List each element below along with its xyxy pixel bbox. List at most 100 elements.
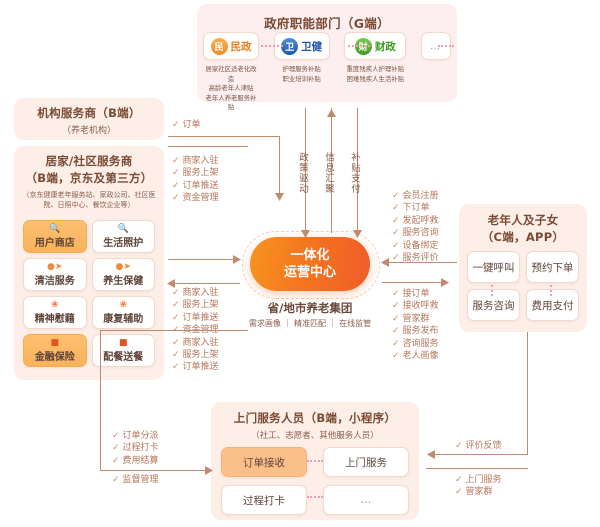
service-card-user-shop[interactable]: 🔍 用户商店	[23, 220, 87, 253]
flow-line-community-top	[168, 146, 248, 148]
chk-item: ✓资金管理	[172, 193, 219, 204]
institution-title: 机构服务商（B端）	[37, 106, 141, 120]
flow-staff-services: ✓上门服务 ✓管家群	[455, 474, 502, 499]
consumer-connector	[550, 285, 552, 296]
meal-delivery-icon: ■	[118, 337, 128, 348]
chk-item: ✓发起呼救	[392, 215, 439, 226]
chk-item: ✓管家群	[455, 487, 493, 498]
consumer-card-consult[interactable]: 服务咨询	[467, 289, 520, 321]
staff-card-order-receive[interactable]: 订单接收	[221, 447, 307, 477]
chk-item: ✓监督管理	[112, 475, 159, 485]
institution-sub: （养老机构）	[61, 126, 116, 136]
flow-line-info	[331, 108, 333, 233]
chk-item: ✓商家入驻	[172, 288, 219, 298]
chk-item: ✓会员注册	[392, 191, 439, 201]
flow-line-policy	[305, 108, 307, 233]
gov-panel-title: 政府职能部门（G端）	[264, 16, 390, 31]
flow-institution-order: ✓订单	[172, 119, 201, 131]
flow-arrow-subsidy	[353, 230, 362, 238]
chk-item: ✓老人画像	[392, 351, 439, 362]
chk-item: ✓服务上架	[172, 300, 219, 311]
service-label: 配餐送餐	[103, 351, 144, 363]
gov-panel: 政府职能部门（G端） 民 民政 居家社区适老化改造 高龄老年人津贴 老年人养老服…	[197, 4, 457, 111]
gov-dept-item[interactable]: 卫 卫健 护理服务补贴 职业培训补贴	[273, 32, 330, 113]
service-label: 用户商店	[34, 237, 75, 249]
flow-arrow-community-in	[233, 255, 241, 264]
flow-community-to-center-top: ✓商家入驻 ✓服务上架 ✓订单推送 ✓资金管理	[172, 155, 219, 205]
institution-panel: 机构服务商（B端） （养老机构）	[14, 98, 164, 140]
chk-item: ✓接收呼救	[392, 301, 439, 312]
consumer-card-payment[interactable]: 费用支付	[526, 289, 579, 321]
civil-affairs-icon: 民	[210, 37, 228, 55]
service-card-cleaning[interactable]: ●➤ 清洁服务	[23, 258, 87, 291]
consumer-card-grid: 一键呼叫 预约下单 服务咨询 费用支付	[467, 251, 579, 321]
service-grid: 🔍 用户商店 🔍 生活照护 ●➤ 清洁服务 ●➤ 养生保健 ❀ 精神慰藉 ❀ 康…	[23, 220, 155, 367]
chk-item: ✓费用结算	[112, 455, 159, 466]
home-community-sub: （京东健康老年服务站、家政公司、社区医院、日照中心、餐饮企业等）	[22, 191, 156, 209]
flow-line-center-staff-v	[100, 330, 102, 471]
staff-card-onsite-service[interactable]: 上门服务	[323, 447, 409, 477]
flow-label-info: 信息汇聚	[323, 152, 334, 194]
flow-line-center-staff-h	[100, 470, 212, 472]
consumer-panel: 老年人及子女 （C端，APP） 一键呼叫 预约下单 服务咨询 费用支付	[459, 204, 587, 332]
chk-item: ✓服务上架	[172, 350, 219, 361]
gov-subitem: 高龄老年人津贴	[208, 84, 254, 92]
service-card-wellness[interactable]: ●➤ 养生保健	[91, 258, 155, 291]
care-search-icon: 🔍	[117, 223, 129, 234]
chk-item: ✓接订单	[392, 289, 430, 299]
gov-dept-item[interactable]: …	[420, 32, 451, 113]
gov-connector	[438, 45, 454, 47]
hub-title-2: 运营中心	[283, 265, 336, 280]
service-card-insurance[interactable]: ■ 金融保险	[23, 334, 87, 367]
home-community-panel: 居家/社区服务商 （B端，京东及第三方） （京东健康老年服务站、家政公司、社区医…	[14, 146, 164, 380]
home-community-title-1: 居家/社区服务商	[45, 154, 133, 168]
center-subtitle: 省/地市养老集团	[267, 301, 353, 315]
chk-item: ✓服务发布	[392, 326, 439, 337]
integrated-operation-center[interactable]: 一体化 运营中心	[250, 237, 370, 291]
gov-dept-item[interactable]: 民 民政 居家社区适老化改造 高龄老年人津贴 老年人养老服务补贴	[203, 32, 259, 113]
chk-item: ✓订单分派	[112, 431, 159, 441]
home-community-title-2: （B端，京东及第三方）	[25, 171, 153, 185]
gov-dept-item[interactable]: 财 财政 重度残疾人护理补贴 困难残疾人生活补贴	[344, 32, 407, 113]
gov-dept-subitems: 居家社区适老化改造 高龄老年人津贴 老年人养老服务补贴	[203, 65, 259, 113]
chk-item: ✓下订单	[392, 203, 430, 214]
flow-consumer-to-center: ✓会员注册 ✓下订单 ✓发起呼救 ✓服务咨询 ✓设备绑定 ✓服务评价	[392, 190, 439, 264]
gov-dept-card[interactable]: 民 民政	[203, 32, 259, 60]
staff-card-process-checkin[interactable]: 过程打卡	[221, 485, 307, 515]
gov-dept-card[interactable]: 卫 卫健	[273, 32, 330, 60]
health-commission-icon: 卫	[281, 37, 299, 55]
flow-line-institution-down	[279, 136, 281, 196]
consumer-title-2: （C端，APP）	[481, 230, 565, 244]
center-tags: 需求画像 ｜ 精准匹配 ｜ 在线监管	[248, 319, 372, 328]
flow-center-to-staff-supervise: ✓监督管理	[112, 474, 159, 486]
hub-title-1: 一体化	[290, 248, 330, 263]
flow-arrow-info	[327, 109, 336, 117]
chk-item: ✓咨询服务	[392, 338, 439, 349]
service-label: 精神慰藉	[34, 313, 75, 325]
flow-line-feedback-h	[428, 454, 528, 456]
chk-item: ✓服务上架	[172, 168, 219, 179]
service-card-comfort[interactable]: ❀ 精神慰藉	[23, 296, 87, 329]
flow-line-consumer-in	[382, 262, 457, 264]
service-card-meal[interactable]: ■ 配餐送餐	[91, 334, 155, 367]
gov-dept-card[interactable]: 财 财政	[344, 32, 407, 60]
service-card-rehab[interactable]: ❀ 康复辅助	[91, 296, 155, 329]
consumer-card-one-key-call[interactable]: 一键呼叫	[467, 251, 520, 283]
flow-line-feedback-v	[527, 332, 529, 454]
chk-item: ✓商家入驻	[172, 337, 219, 348]
gov-dept-card-more[interactable]: …	[420, 32, 451, 60]
chk-item: ✓订单	[172, 120, 201, 130]
chk-item: ✓订单推送	[172, 362, 219, 373]
gov-subitem: 居家社区适老化改造	[205, 65, 257, 83]
flow-arrow-institution	[275, 193, 284, 201]
consumer-card-booking[interactable]: 预约下单	[526, 251, 579, 283]
staff-card-more[interactable]: …	[323, 485, 409, 515]
gov-subitem: 重度残疾人护理补贴	[346, 65, 405, 73]
flow-center-to-consumer: ✓接订单 ✓接收呼救 ✓管家群 ✓服务发布 ✓咨询服务 ✓老人画像	[392, 288, 439, 362]
flow-line-subsidy	[357, 108, 359, 233]
insurance-icon: ■	[50, 337, 59, 348]
flow-label-subsidy: 补贴支付	[349, 152, 360, 194]
gov-connector	[261, 45, 283, 47]
chk-item: ✓上门服务	[455, 475, 502, 485]
service-card-life-care[interactable]: 🔍 生活照护	[91, 220, 155, 253]
